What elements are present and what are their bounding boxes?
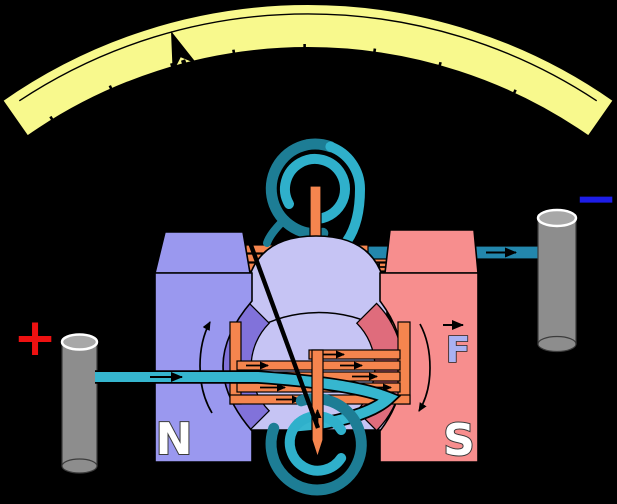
label-north-pole: N — [156, 414, 193, 465]
scale-tick — [108, 85, 121, 108]
terminal-positive-bottom — [61, 458, 98, 474]
rotation-arrow-right-icon — [418, 323, 431, 412]
upper-spring-inner — [280, 153, 350, 224]
magnet-north: N — [153, 231, 253, 466]
lower-shaft — [311, 349, 324, 459]
magnet-north-front-face — [154, 272, 253, 463]
upper-shaft — [309, 185, 322, 240]
terminal-positive-body — [61, 341, 98, 467]
terminal-positive-top — [60, 333, 99, 351]
coil-front-bar — [308, 349, 401, 360]
magnet-south: S F — [379, 229, 479, 467]
scale-inner-line — [18, 13, 598, 102]
scale-tick — [433, 61, 442, 85]
scale-tick — [370, 48, 377, 72]
upper-spring — [263, 138, 366, 247]
lower-spring-inner — [284, 411, 347, 476]
label-force: F — [446, 330, 471, 371]
lower-spring — [265, 393, 367, 496]
terminal-negative: − — [536, 169, 617, 353]
lower-spring-outer — [265, 393, 367, 496]
plus-sign: + — [13, 308, 57, 368]
terminal-negative-body — [537, 217, 577, 345]
scale-tick — [504, 89, 517, 112]
needle-arrowhead-icon — [171, 31, 198, 73]
lower-shaft-strip — [311, 349, 324, 459]
needle-shaft — [180, 59, 321, 429]
label-south-pole: S — [443, 415, 475, 466]
rotation-arrow-left-icon — [199, 321, 213, 414]
magnet-north-top-face — [153, 231, 251, 274]
terminal-negative-top — [536, 208, 578, 228]
scale-tick — [232, 49, 239, 73]
terminal-positive: + — [13, 308, 99, 474]
needle — [171, 31, 321, 429]
minus-sign: − — [574, 169, 617, 229]
scale-tick — [49, 115, 64, 137]
upper-spring-outer-light — [325, 141, 366, 246]
scale-tick — [170, 62, 179, 86]
magnet-south-top-face — [384, 229, 479, 274]
scale-ticks — [49, 43, 517, 137]
terminal-negative-bottom — [537, 335, 577, 353]
upper-spring-outer — [265, 138, 336, 240]
